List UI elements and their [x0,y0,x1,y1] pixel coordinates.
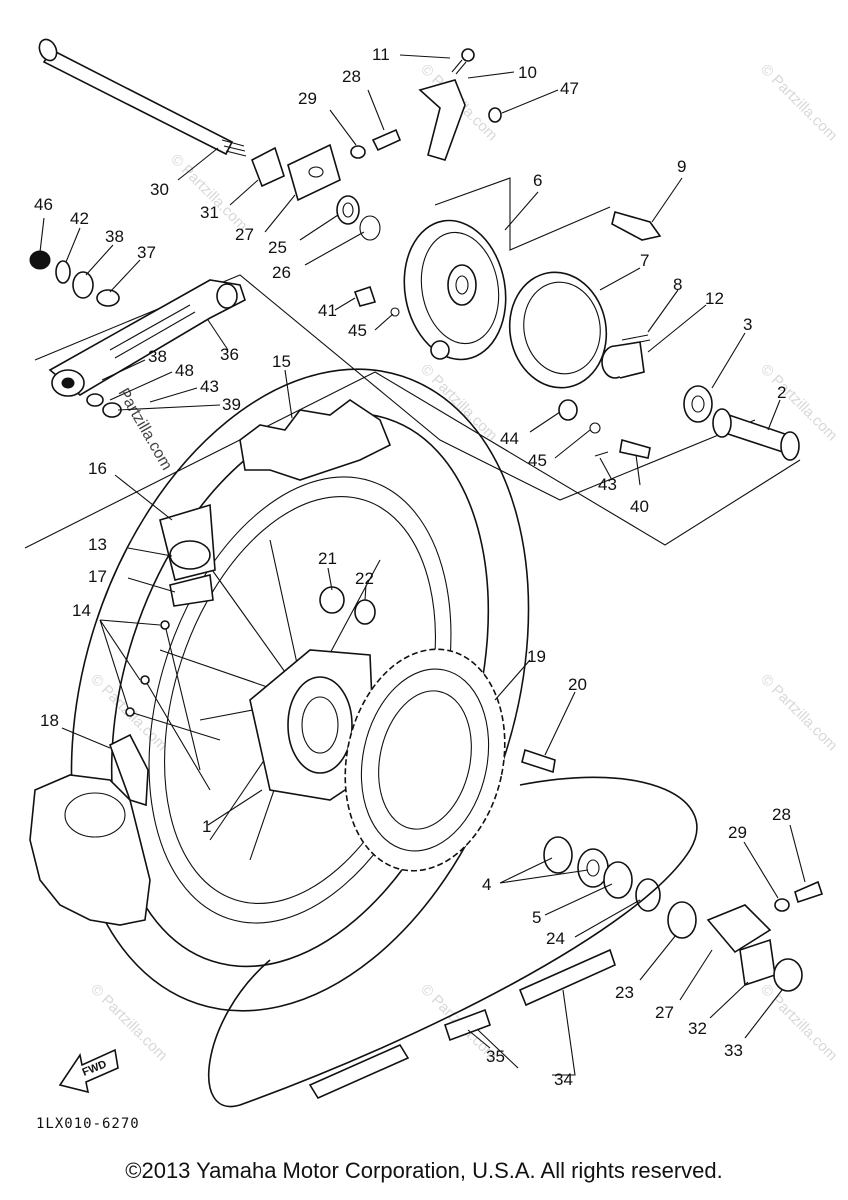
callout-14: 14 [72,601,91,620]
callout-45: 45 [348,321,367,340]
callout-48: 48 [175,361,194,380]
callout-19: 19 [527,647,546,666]
tube-and-rim-lock [159,503,216,607]
callout-8: 8 [673,275,682,294]
watermark: © Partzilla.com [87,981,170,1064]
callout-12: 12 [705,289,724,308]
callout-36: 36 [220,345,239,364]
watermark: © Partzilla.com [757,671,840,754]
callout-11: 11 [372,45,390,64]
callout-24: 24 [546,929,565,948]
callout-34: 34 [554,1070,573,1089]
right-side-bearings [543,836,697,939]
callout-40: 40 [630,497,649,516]
chain-puller-lower [706,880,824,992]
callout-21: 21 [318,549,337,568]
hub-collar-bearing-spacer [601,341,800,461]
callout-29: 29 [728,823,747,842]
rear-sprocket [344,648,556,872]
rear-axle [38,38,247,157]
callout-37: 37 [137,243,156,262]
callout-45: 45 [528,451,547,470]
torque-rod [48,279,246,418]
callout-13: 13 [88,535,107,554]
callout-4: 4 [482,875,491,894]
watermark: Partzilla.com [115,386,176,474]
callout-26: 26 [272,263,291,282]
callout-29: 29 [298,89,317,108]
callout-47: 47 [560,79,579,98]
callout-35: 35 [486,1047,505,1066]
drive-chain [208,776,698,1108]
chain-puller-upper [250,128,402,241]
callout-44: 44 [500,429,519,448]
callout-27: 27 [235,225,254,244]
callout-23: 23 [615,983,634,1002]
watermark: © Partzilla.com [757,61,840,144]
callout-43: 43 [598,475,617,494]
callout-28: 28 [772,805,791,824]
callout-42: 42 [70,209,89,228]
callout-20: 20 [568,675,587,694]
diagram-code: 1LX010-6270 [36,1116,140,1132]
rod-nuts-washers [29,250,120,307]
callout-18: 18 [40,711,59,730]
callout-46: 46 [34,195,53,214]
callout-numbers: 30 31 27 25 26 29 28 11 10 47 6 9 7 8 12… [34,45,791,1089]
callout-2: 2 [777,383,786,402]
brake-arm [418,48,502,161]
callout-16: 16 [88,459,107,478]
callout-9: 9 [677,157,686,176]
callout-7: 7 [640,251,649,270]
callout-5: 5 [532,908,541,927]
callout-33: 33 [724,1041,743,1060]
callout-25: 25 [268,238,287,257]
callout-38: 38 [148,347,167,366]
callout-38: 38 [105,227,124,246]
hub-spacers [319,586,376,625]
assembly-outline-lines [24,177,801,549]
brake-shoe-plate [403,219,507,361]
brake-cam [611,211,662,241]
rear-hub [249,649,376,801]
leader-lines [39,54,806,1076]
callout-39: 39 [222,395,241,414]
callout-3: 3 [743,315,752,334]
callout-28: 28 [342,67,361,86]
callout-30: 30 [150,180,169,199]
callout-31: 31 [200,203,219,222]
callout-43: 43 [200,377,219,396]
rim-lock [109,733,149,807]
watermark: © Partzilla.com [757,981,840,1064]
spokes-loose [125,620,221,791]
exploded-parts-diagram: © Partzilla.com © Partzilla.com © Partzi… [24,38,841,1132]
callout-27: 27 [655,1003,674,1022]
hardware-pins [353,285,651,459]
callout-32: 32 [688,1019,707,1038]
callout-41: 41 [318,301,337,320]
copyright-notice: ©2013 Yamaha Motor Corporation, U.S.A. A… [125,1158,723,1183]
callout-6: 6 [533,171,542,190]
forward-arrow-icon: FWD [58,1048,119,1094]
callout-10: 10 [518,63,537,82]
callout-1: 1 [202,817,211,836]
callout-17: 17 [88,567,107,586]
callout-22: 22 [355,569,374,588]
callout-15: 15 [272,352,291,371]
